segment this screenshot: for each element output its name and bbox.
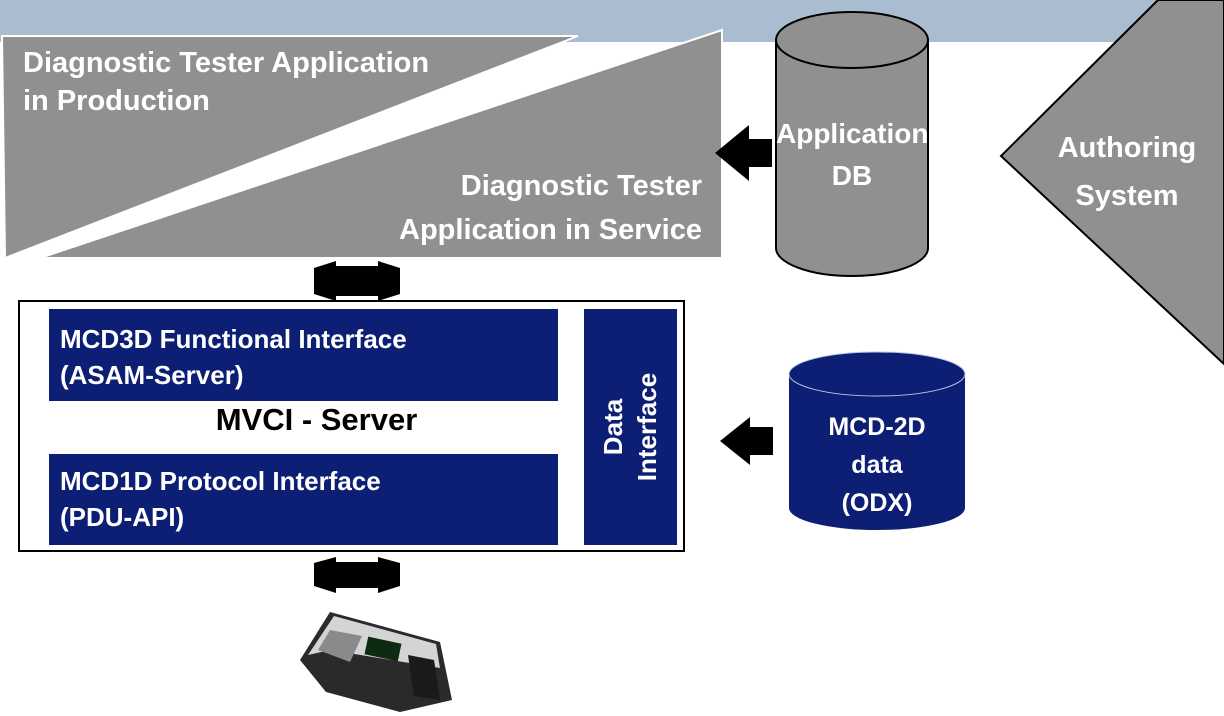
application-db-cylinder <box>775 11 929 277</box>
service-tester-line2: Application in Service <box>399 214 702 246</box>
mvci-server-title: MVCI - Server <box>215 402 418 437</box>
application-db-line1: Application <box>776 118 929 149</box>
application-db-line2: DB <box>831 160 873 191</box>
protocol-interface-line2: (PDU-API) <box>60 502 185 532</box>
authoring-system-line2: System <box>1075 180 1179 212</box>
protocol-interface-label: MCD1D Protocol Interface (PDU-API) <box>60 463 381 535</box>
double-arrow-vertical-icon <box>314 557 400 593</box>
authoring-system-label: Authoring System <box>1030 124 1224 220</box>
vci-device-icon <box>300 612 452 712</box>
odx-data-label: MCD-2D data (ODX) <box>789 408 965 522</box>
data-interface-label: Data Interface <box>596 327 664 527</box>
application-db-label: Application DB <box>776 113 928 197</box>
double-arrow-vertical-icon <box>314 261 400 301</box>
authoring-system-line1: Authoring <box>1057 132 1197 164</box>
functional-interface-line2: (ASAM-Server) <box>60 360 244 390</box>
service-tester-shape <box>39 28 723 259</box>
arrow-left-icon <box>720 417 773 465</box>
functional-interface-box: MCD3D Functional Interface (ASAM-Server) <box>49 309 558 401</box>
arrow-left-icon <box>715 125 772 181</box>
protocol-interface-line1: MCD1D Protocol Interface <box>60 466 381 496</box>
production-tester-shape <box>0 35 579 260</box>
functional-interface-label: MCD3D Functional Interface (ASAM-Server) <box>60 321 407 393</box>
production-tester-line2: in Production <box>23 85 210 117</box>
service-tester-label: Diagnostic Tester Application in Service <box>300 164 702 252</box>
data-interface-box: Data Interface <box>584 309 677 545</box>
data-interface-line2: Interface <box>632 372 662 482</box>
odx-data-line2: data <box>851 451 903 479</box>
odx-data-line3: (ODX) <box>841 489 913 517</box>
authoring-system-shape <box>999 0 1224 366</box>
data-interface-line1: Data <box>598 398 628 456</box>
production-tester-line1: Diagnostic Tester Application <box>23 47 430 79</box>
functional-interface-line1: MCD3D Functional Interface <box>60 324 407 354</box>
production-tester-label: Diagnostic Tester Application in Product… <box>23 44 429 120</box>
odx-data-cylinder <box>788 351 966 530</box>
odx-data-line1: MCD-2D <box>828 413 926 441</box>
service-tester-line1: Diagnostic Tester <box>460 170 702 202</box>
protocol-interface-box: MCD1D Protocol Interface (PDU-API) <box>49 454 558 545</box>
